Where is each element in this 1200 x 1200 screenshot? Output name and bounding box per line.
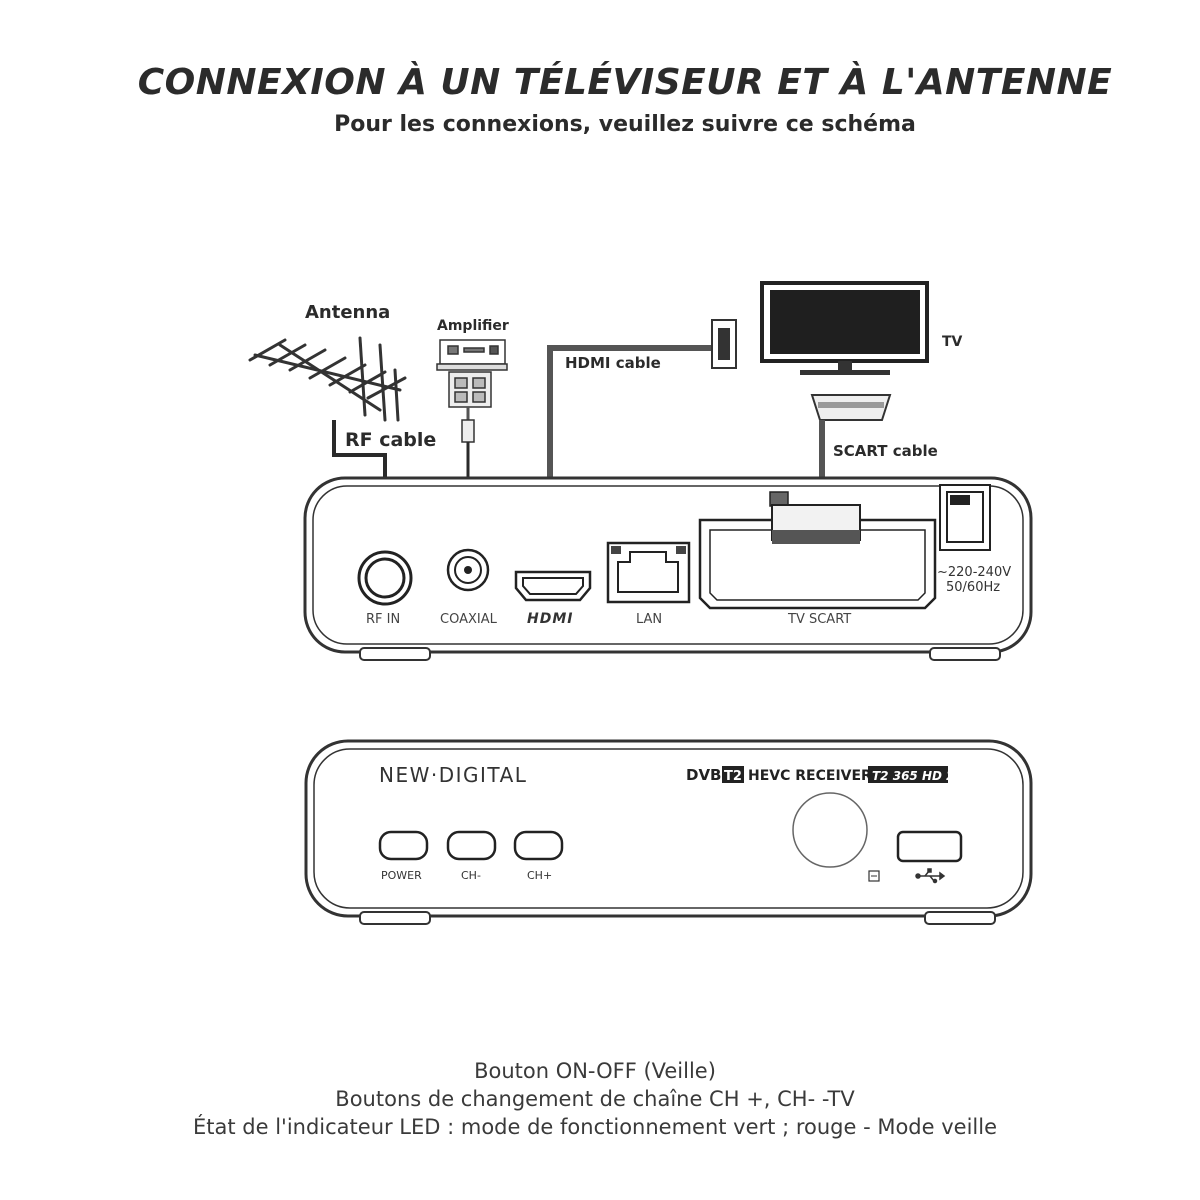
lan-label: LAN bbox=[636, 612, 662, 627]
ch-plus-button[interactable] bbox=[513, 830, 564, 861]
note-line: Bouton ON-OFF (Veille) bbox=[474, 1059, 716, 1083]
hdmi-cable-label: HDMI cable bbox=[565, 354, 661, 372]
scart-plug-icon bbox=[810, 394, 892, 421]
ir-sensor-icon bbox=[868, 870, 880, 882]
ch-minus-button[interactable] bbox=[446, 830, 497, 861]
hdmi-port-label: HDMI bbox=[527, 611, 573, 627]
ch-minus-label: CH- bbox=[461, 869, 481, 882]
usb-port[interactable] bbox=[896, 830, 963, 863]
coaxial-label: COAXIAL bbox=[440, 612, 498, 627]
notes: Bouton ON-OFF (Veille) Boutons de change… bbox=[0, 1057, 1190, 1141]
model-t2: T2 bbox=[724, 769, 742, 784]
brand-logo: NEW·DIGITAL bbox=[379, 763, 527, 787]
hdmi-plug-icon bbox=[711, 319, 737, 369]
model-badge-text: T2 365 HD 2in1 bbox=[872, 769, 975, 783]
tv-scart-label: TV SCART bbox=[787, 612, 851, 627]
usb-icon bbox=[915, 868, 946, 884]
power-socket bbox=[939, 484, 991, 551]
model-badge: DVB T2 HEVC RECEIVER T2 365 HD 2in1 bbox=[686, 766, 975, 784]
model-receiver: HEVC RECEIVER bbox=[748, 768, 872, 784]
coaxial-port bbox=[446, 548, 490, 592]
rf-in-label: RF IN bbox=[366, 612, 400, 627]
rf-in-port bbox=[357, 550, 413, 606]
tv-scart-port bbox=[698, 518, 937, 610]
rf-cable-label: RF cable bbox=[345, 429, 436, 451]
note-line: Boutons de changement de chaîne CH +, CH… bbox=[335, 1087, 855, 1111]
amplifier-icon bbox=[436, 339, 508, 408]
ch-plus-label: CH+ bbox=[527, 869, 552, 882]
hdmi-port bbox=[514, 570, 592, 602]
ir-receiver-window bbox=[792, 792, 868, 868]
scart-cable-label: SCART cable bbox=[833, 442, 938, 460]
page-subtitle: Pour les connexions, veuillez suivre ce … bbox=[334, 112, 916, 137]
power-label: POWER bbox=[381, 869, 422, 882]
amplifier-label: Amplifier bbox=[437, 318, 509, 334]
lan-port bbox=[606, 541, 691, 604]
tv-icon bbox=[760, 281, 929, 375]
front-panel bbox=[304, 739, 1033, 925]
antenna-icon bbox=[248, 336, 407, 422]
page-title: CONNEXION À UN TÉLÉVISEUR ET À L'ANTENNE bbox=[137, 62, 1113, 103]
note-line: État de l'indicateur LED : mode de fonct… bbox=[193, 1115, 997, 1139]
model-dvb: DVB bbox=[686, 766, 722, 784]
power-button[interactable] bbox=[378, 830, 429, 861]
power-freq-label: 50/60Hz bbox=[946, 580, 1000, 595]
power-voltage-label: ~220-240V bbox=[937, 565, 1011, 580]
tv-label: TV bbox=[942, 334, 963, 350]
scart-connector-icon bbox=[769, 491, 861, 544]
antenna-label: Antenna bbox=[305, 302, 390, 323]
